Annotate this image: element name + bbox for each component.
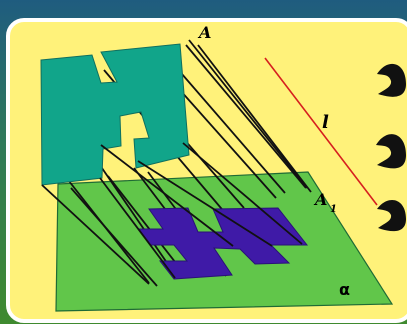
label-alpha: α xyxy=(339,280,350,299)
projection-line xyxy=(100,144,234,247)
projection-line xyxy=(182,142,303,245)
mark-2 xyxy=(376,134,406,169)
projection-line xyxy=(185,44,307,189)
projection-line xyxy=(107,175,187,277)
right-side-marks xyxy=(376,63,406,232)
projection-line xyxy=(137,160,273,247)
front-projection-lines xyxy=(41,44,307,285)
mark-1 xyxy=(377,63,406,97)
line-l xyxy=(264,57,378,206)
label-a: A xyxy=(197,23,211,42)
projection-line xyxy=(41,184,150,285)
shadow-h-shape xyxy=(138,207,309,280)
projection-line xyxy=(70,187,158,287)
label-l: l xyxy=(322,112,329,133)
mark-3 xyxy=(377,199,406,232)
projection-line xyxy=(197,44,312,193)
label-a1: A xyxy=(313,190,327,209)
projection-line xyxy=(188,39,308,189)
projection-line xyxy=(92,154,177,277)
label-a1-subscript: 1 xyxy=(330,204,337,215)
projection-line xyxy=(99,177,176,279)
figure-h-shape xyxy=(40,43,190,186)
